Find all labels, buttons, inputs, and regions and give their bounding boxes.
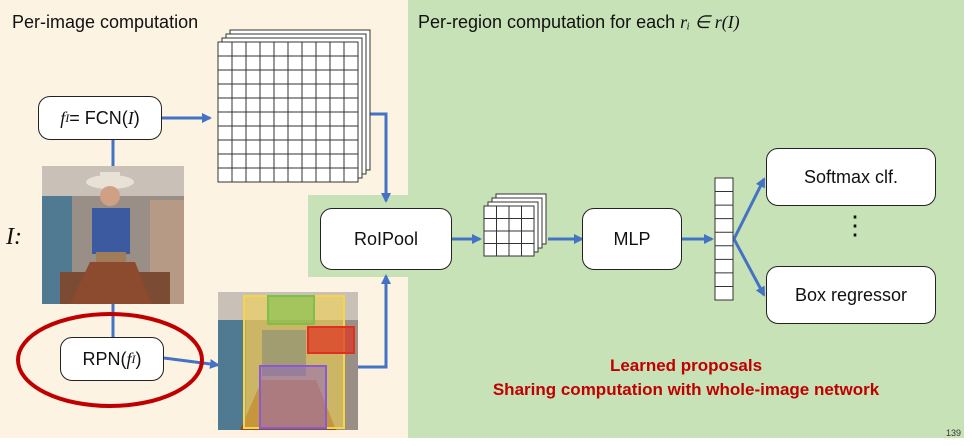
proposal-box-purple [259,365,327,429]
fcn-label-sub: I [65,110,70,125]
per-region-title-math: rᵢ ∈ r(I) [680,12,740,32]
input-image [42,166,184,304]
rpn-highlight-ellipse [16,312,204,408]
fcn-label-rest: = FCN( [69,107,128,128]
image-label-var: I [6,224,14,250]
fcn-label-f: f [60,107,66,128]
feature-map-stack [217,29,371,183]
roipool-label: RoIPool [353,228,419,249]
note-sharing-computation: Sharing computation with whole-image net… [492,380,880,399]
softmax-label: Softmax clf. [803,166,899,187]
ellipsis-vertical: ⋮ [842,210,868,240]
rpn-label-close: ) [135,348,142,369]
per-image-title: Per-image computation [12,12,199,32]
roipool-box: RoIPool [320,208,452,270]
feature-vector [714,177,734,301]
note-learned-proposals: Learned proposals [609,356,763,375]
mlp-box: MLP [582,208,682,270]
box-regressor-label: Box regressor [794,284,908,305]
rpn-to-proposals-arrow [163,356,220,369]
fcn-label-var: I [127,107,134,128]
rpn-label-sub: I [131,351,136,366]
rpn-label-f: f [126,348,132,369]
per-region-title-text: Per-region computation for each [418,12,681,32]
fcn-label-close: ) [133,107,140,128]
proposal-box-red [307,326,355,354]
proposals-image [218,292,358,430]
softmax-classifier-box: Softmax clf. [766,148,936,206]
rpn-label-pre: RPN( [82,348,127,369]
vector-to-softmax-arrow [732,177,766,240]
image-label-colon: : [14,224,22,250]
mlp-label: MLP [613,228,651,249]
region-feature-stack [483,193,547,257]
image-label: I: [6,223,22,251]
vector-to-boxreg-arrow [732,238,766,297]
per-region-title: Per-region computation for each rᵢ ∈ r(I… [418,12,740,33]
proposal-box-green [267,295,315,325]
box-regressor-box: Box regressor [766,266,936,324]
page-number: 139 [946,428,962,438]
